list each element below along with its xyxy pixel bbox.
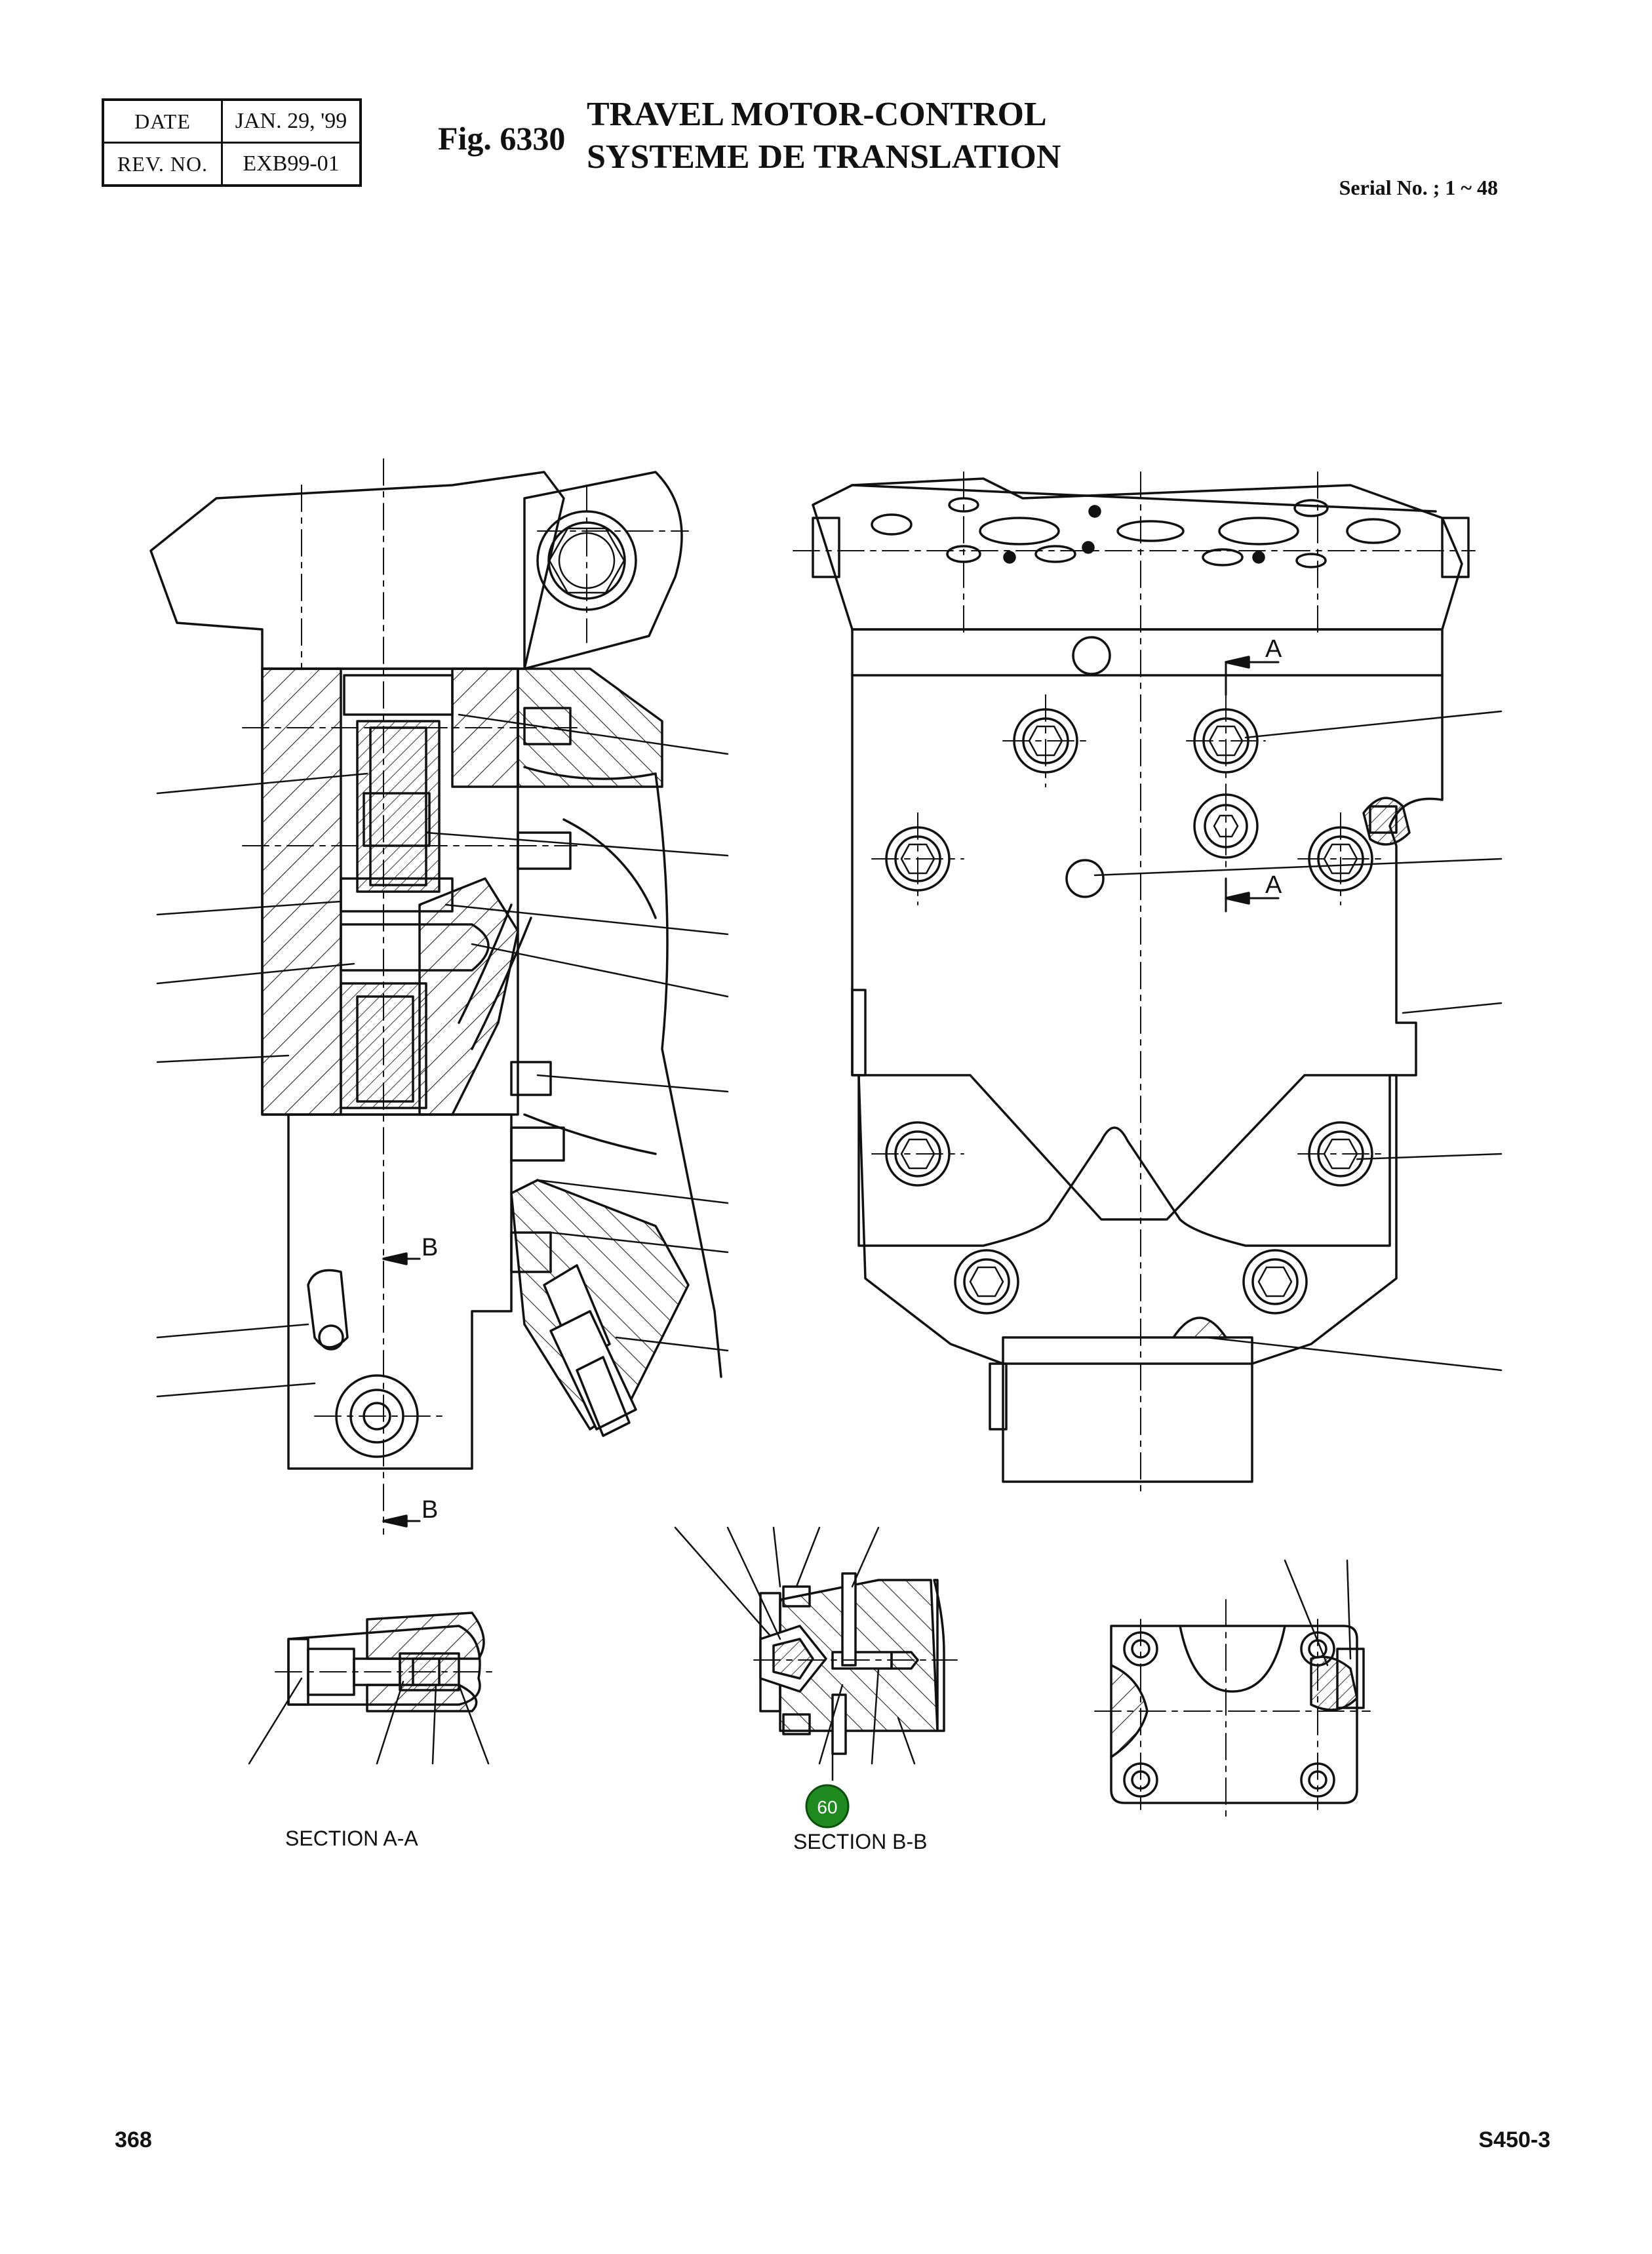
right-front-view (793, 471, 1503, 1495)
section-aa-drawing (248, 1611, 499, 1765)
page-number: 368 (115, 2127, 152, 2152)
section-mark-a-top: A (1265, 635, 1282, 663)
date-value: JAN. 29, '99 (221, 98, 362, 144)
cover-plate-view (1094, 1559, 1371, 1823)
section-bb-drawing (674, 1526, 958, 1781)
title-french: SYSTEME DE TRANSLATION (587, 138, 1061, 176)
callout-label: 60 (817, 1797, 837, 1817)
section-mark-b-bottom: B (422, 1496, 438, 1524)
section-bb-label: SECTION B-B (793, 1830, 927, 1853)
rev-label: REV. NO. (102, 142, 223, 187)
section-mark-b-top: B (422, 1234, 438, 1261)
left-sectional-view (149, 458, 729, 1535)
callout-60[interactable]: 60 (805, 1784, 850, 1829)
figure-number: Fig. 6330 (438, 120, 566, 157)
section-aa-label: SECTION A-A (285, 1827, 418, 1850)
section-mark-a-bottom: A (1265, 871, 1282, 899)
title-english: TRAVEL MOTOR-CONTROL (587, 96, 1047, 133)
date-label: DATE (102, 98, 223, 144)
revision-table: DATE JAN. 29, '99 REV. NO. EXB99-01 (102, 98, 362, 187)
serial-number: Serial No. ; 1 ~ 48 (1339, 176, 1498, 199)
rev-value: EXB99-01 (221, 142, 362, 187)
model-number: S450-3 (1478, 2127, 1550, 2152)
front-bolts (885, 636, 1373, 1315)
